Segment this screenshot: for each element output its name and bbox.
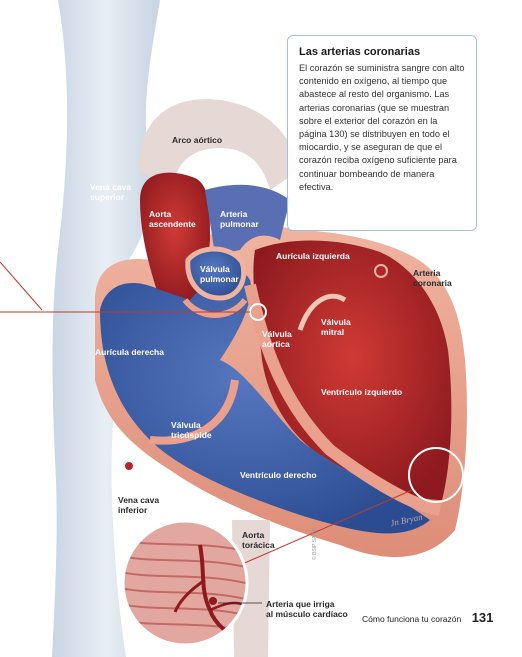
pulmonary-artery xyxy=(205,184,290,255)
ivc-opening xyxy=(125,462,133,470)
label-vena-cava-inferior: Vena cava inferior xyxy=(118,495,160,515)
label-arteria-musculo: Arteria que irriga al músculo cardíaco xyxy=(266,599,348,619)
right-heart-chambers xyxy=(100,270,430,534)
coronary-artery-opening xyxy=(374,264,388,278)
label-aorta-ascendente: Aorta ascendente xyxy=(149,209,196,229)
aortic-arch xyxy=(138,99,300,190)
info-box-title: Las arterias coronarias xyxy=(299,46,421,58)
label-valvula-aortica: Válvula aórtica xyxy=(262,329,292,349)
page-number: 131 xyxy=(471,610,494,625)
label-arteria-pulmonar: Arteria pulmonar xyxy=(220,209,259,229)
page-footer: Cómo funciona tu corazón 131 xyxy=(362,609,493,627)
label-vena-cava-superior: Vena cava superior xyxy=(90,182,132,202)
label-valvula-pulmonar: Válvula pulmonar xyxy=(200,264,239,284)
label-aorta-toracica: Aorta torácica xyxy=(242,530,275,550)
detail-callout-small xyxy=(408,447,464,503)
label-ventriculo-izquierdo: Ventrículo izquierdo xyxy=(321,387,403,397)
info-box-body: El corazón se suministra sangre con alto… xyxy=(299,63,465,192)
footer-running-title: Cómo funciona tu corazón xyxy=(362,614,462,624)
label-auricula-derecha: Aurícula derecha xyxy=(95,347,164,357)
label-valvula-mitral: Válvula mitral xyxy=(321,317,351,337)
label-valvula-tricuspide: Válvula tricúspide xyxy=(171,420,212,440)
label-arteria-coronaria: Arteria coronaria xyxy=(413,268,452,288)
label-arco-aortico: Arco aórtico xyxy=(172,135,223,145)
info-box-coronary-arteries: Las arterias coronarias El corazón se su… xyxy=(287,35,477,231)
image-credit: © BSIP SA/LE xyxy=(312,528,318,560)
muscle-detail-circle xyxy=(123,521,247,645)
left-heart-chambers xyxy=(253,240,452,501)
label-auricula-izquierda: Aurícula izquierda xyxy=(276,251,350,261)
pulmonary-valve-shape xyxy=(185,246,247,301)
label-ventriculo-derecho: Ventrículo derecho xyxy=(240,470,317,480)
